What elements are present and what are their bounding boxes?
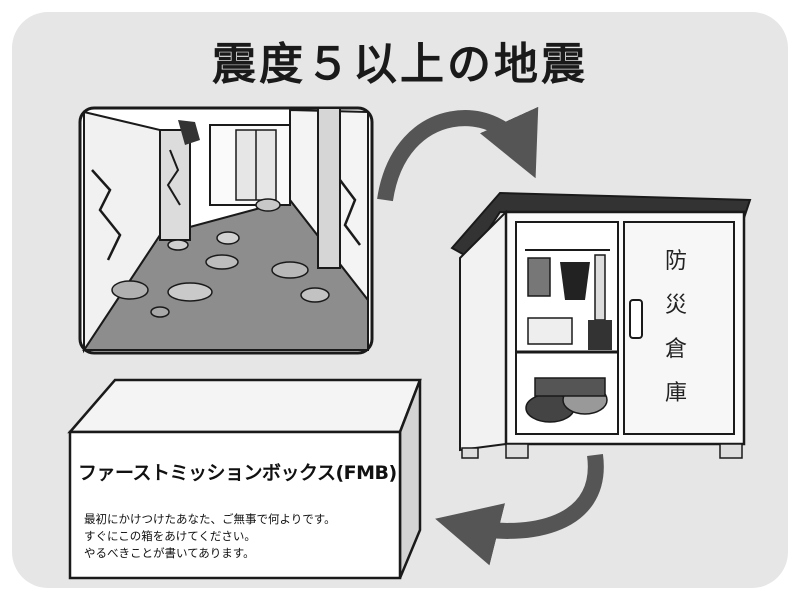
arrow-to-shed [377,106,539,202]
sign-char: 庫 [664,381,687,406]
box-line: すぐにこの箱をあけてください。 [84,529,256,543]
box-line: 最初にかけつけたあなた、ご無事で何よりです。 [84,512,336,526]
box-line: やるべきことが書いてあります。 [84,546,255,560]
sign-char: 災 [664,293,687,318]
first-mission-box [67,378,422,580]
arrow-to-box [435,453,604,566]
sign-char: 防 [664,249,687,274]
diagram-title: 震度５以上の地震 [212,39,588,90]
box-instructions: 最初にかけつけたあなた、ご無事で何よりです。 すぐにこの箱をあけてください。 や… [84,511,394,562]
earthquake-corridor-image [78,106,374,355]
storehouse-sign: 防 災 倉 庫 [656,240,696,416]
sign-char: 倉 [664,337,687,362]
box-title: ファーストミッションボックス(FMB) [78,462,397,484]
disaster-storehouse [450,191,752,459]
